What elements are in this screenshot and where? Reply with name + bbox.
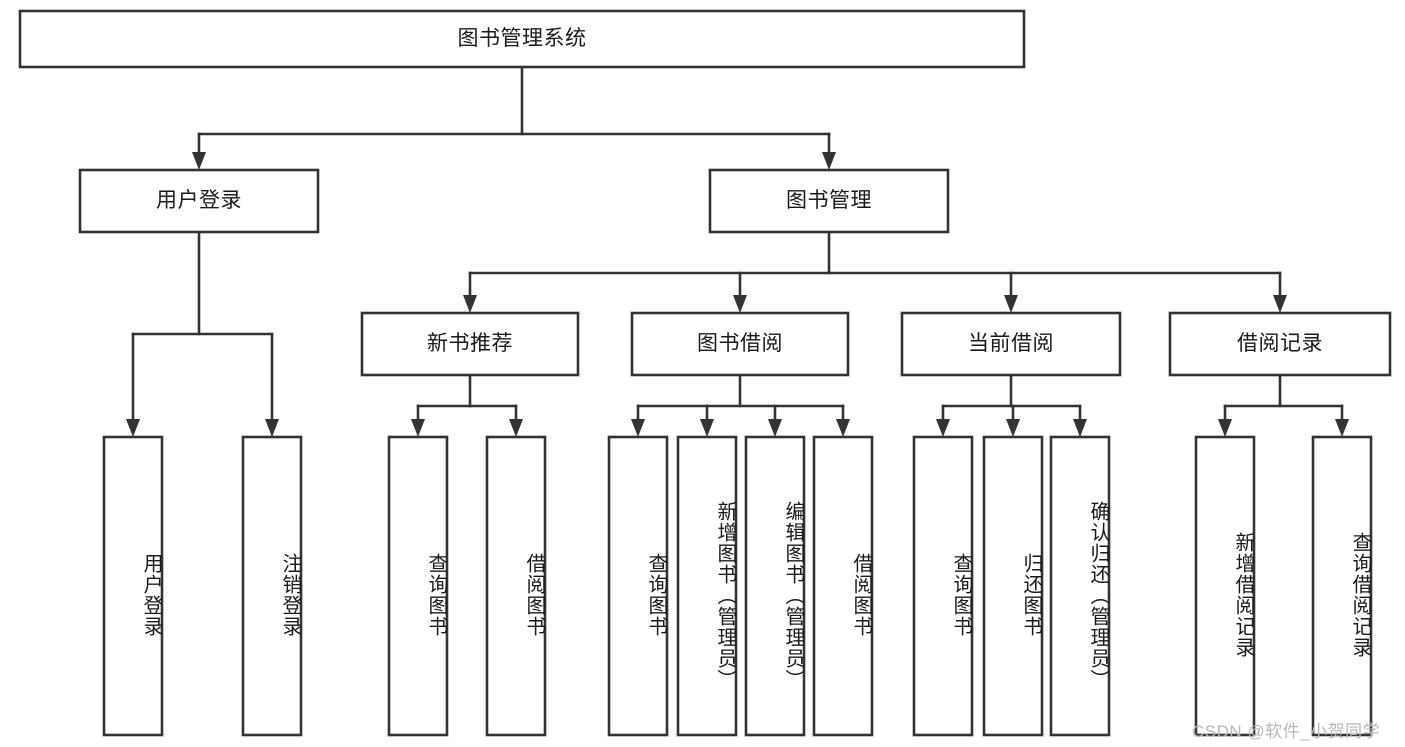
node-box-leaf-new-2[interactable] (485, 435, 547, 737)
arrow-head-icon (509, 419, 523, 437)
node-box-leaf-login-2[interactable] (241, 435, 303, 737)
node-box-leaf-cur-3[interactable] (1049, 435, 1111, 737)
edge-group-newbook (411, 373, 523, 437)
edge-group-bookmgmt (463, 230, 1287, 313)
arrow-head-icon (126, 419, 140, 437)
node-box-leaf-login-1[interactable] (102, 435, 164, 737)
arrow-head-icon (733, 295, 747, 313)
arrow-head-icon (1004, 295, 1018, 313)
arrow-head-icon (700, 419, 714, 437)
arrow-head-icon (1006, 419, 1020, 437)
node-box-leaf-cur-1[interactable] (912, 435, 974, 737)
edge-group-current (936, 373, 1087, 437)
node-boxes (18, 9, 1392, 737)
edge-group-records (1218, 373, 1349, 437)
arrow-head-icon (1073, 419, 1087, 437)
node-box-leaf-cur-2[interactable] (982, 435, 1044, 737)
node-box-login[interactable] (78, 168, 320, 234)
node-box-leaf-bor-3[interactable] (744, 435, 806, 737)
node-box-newbook[interactable] (360, 311, 580, 377)
arrow-head-icon (192, 152, 206, 170)
node-box-leaf-bor-1[interactable] (607, 435, 669, 737)
node-box-leaf-rec-2[interactable] (1311, 435, 1373, 737)
node-box-root[interactable] (18, 9, 1026, 69)
node-box-records[interactable] (1168, 311, 1392, 377)
node-box-leaf-rec-1[interactable] (1194, 435, 1256, 737)
connector-lines (126, 65, 1349, 437)
arrow-head-icon (463, 295, 477, 313)
arrow-head-icon (1218, 419, 1232, 437)
node-box-bookmgmt[interactable] (708, 168, 950, 234)
arrow-head-icon (836, 419, 850, 437)
arrow-head-icon (768, 419, 782, 437)
arrow-head-icon (1273, 295, 1287, 313)
edge-group-login (126, 230, 279, 437)
edge-group-root (192, 65, 836, 170)
node-box-leaf-new-1[interactable] (387, 435, 449, 737)
arrow-head-icon (265, 419, 279, 437)
node-box-leaf-bor-2[interactable] (676, 435, 738, 737)
node-box-current[interactable] (900, 311, 1122, 377)
arrow-head-icon (631, 419, 645, 437)
node-box-borrow[interactable] (630, 311, 850, 377)
node-box-leaf-bor-4[interactable] (812, 435, 874, 737)
arrow-head-icon (1335, 419, 1349, 437)
edge-group-borrow (631, 373, 850, 437)
arrow-head-icon (822, 152, 836, 170)
arrow-head-icon (936, 419, 950, 437)
arrow-head-icon (411, 419, 425, 437)
